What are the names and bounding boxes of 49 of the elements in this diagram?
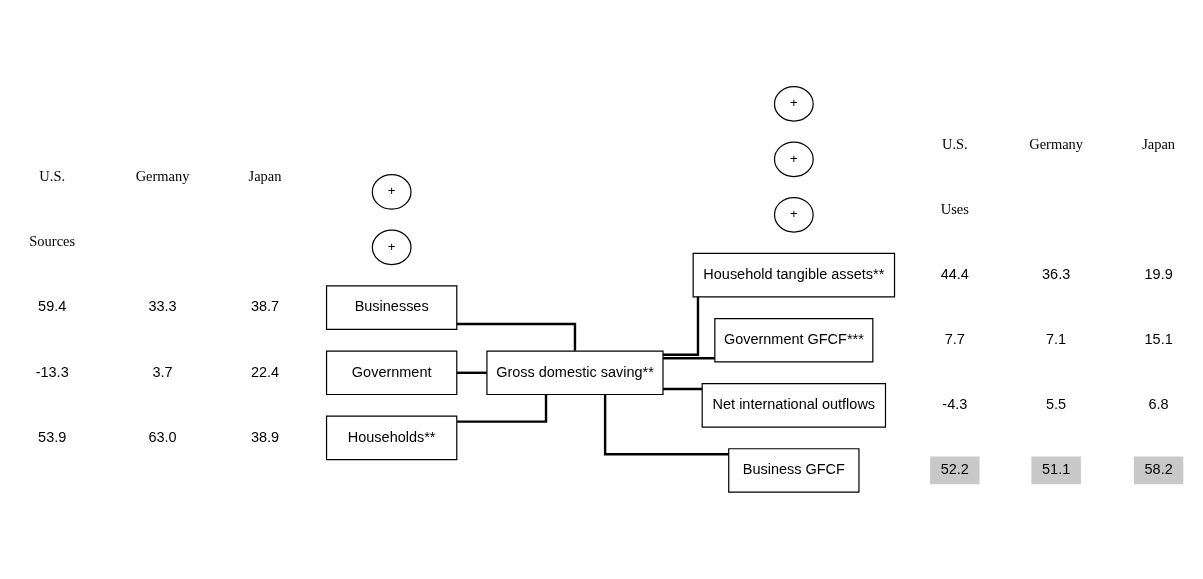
label: 58.2 — [1144, 461, 1173, 478]
label: Germany — [135, 168, 190, 185]
node-box: Households** — [325, 415, 458, 461]
connector — [456, 322, 577, 351]
label: 51.1 — [1042, 461, 1071, 478]
label: 38.7 — [250, 298, 280, 315]
label: 53.9 — [38, 428, 67, 445]
connector — [663, 387, 702, 391]
node-ellipse: + — [371, 229, 412, 266]
label: 59.4 — [38, 298, 67, 315]
label: 7.1 — [1046, 330, 1067, 347]
connector — [603, 394, 729, 456]
node-box: Gross domestic saving** — [486, 350, 664, 396]
label: Uses — [940, 200, 969, 217]
node-box: Net international outflows — [701, 383, 887, 428]
label: 63.0 — [148, 428, 177, 445]
label: Sources — [29, 233, 76, 250]
connector — [663, 296, 700, 356]
node-box: Government GFCF*** — [714, 317, 874, 363]
node-ellipse: + — [773, 86, 814, 122]
node-ellipse: + — [773, 197, 814, 233]
connector — [456, 371, 487, 374]
label: 44.4 — [940, 265, 969, 282]
label: 33.3 — [148, 298, 177, 315]
label: 38.9 — [250, 428, 280, 445]
node-ellipse: + — [371, 174, 412, 210]
label: U.S. — [941, 135, 968, 152]
label: 22.4 — [250, 363, 280, 380]
label: 5.5 — [1046, 396, 1067, 413]
label: -13.3 — [35, 363, 69, 380]
node-ellipse: + — [773, 141, 814, 178]
connector — [663, 357, 715, 360]
label: 3.7 — [152, 363, 173, 380]
connector — [457, 394, 548, 423]
label: Japan — [248, 168, 282, 185]
label: 7.7 — [944, 330, 965, 347]
label: Japan — [1142, 135, 1176, 152]
label: -4.3 — [942, 396, 968, 413]
node-box: Businesses — [325, 285, 458, 330]
label: 36.3 — [1042, 265, 1071, 282]
label: 19.9 — [1144, 265, 1173, 282]
label: 15.1 — [1144, 330, 1173, 347]
node-box: Household tangible assets** — [692, 252, 896, 298]
label: U.S. — [39, 168, 66, 185]
label: 52.2 — [940, 461, 969, 478]
label: Germany — [1029, 135, 1084, 152]
label: 6.8 — [1148, 396, 1169, 413]
node-box: Business GFCF — [728, 448, 860, 493]
node-box: Government — [325, 350, 458, 396]
